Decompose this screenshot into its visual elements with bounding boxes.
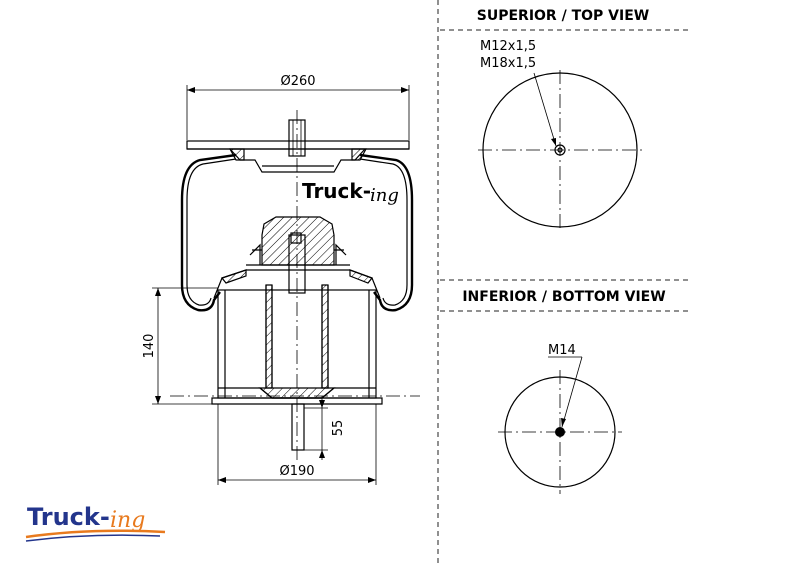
bumper <box>261 216 335 266</box>
bottom-view: INFERIOR / BOTTOM VIEW M14 <box>462 289 666 494</box>
view-separators <box>437 0 690 565</box>
rubber-bellow <box>180 153 414 312</box>
stud-length-label: 55 <box>331 420 346 437</box>
brand-watermark: Truck- ing <box>302 179 399 206</box>
height-label: 140 <box>142 334 157 359</box>
brand-logo-swoosh <box>25 529 166 539</box>
bottom-diameter-label: Ø190 <box>279 464 314 479</box>
brand-logo-part2: ing <box>110 508 145 533</box>
bottom-stud <box>291 403 305 451</box>
brand-logo-part1: Truck- <box>27 503 110 531</box>
bottom-view-heading: INFERIOR / BOTTOM VIEW <box>462 289 665 305</box>
dimension-stud-length: 55 <box>304 396 346 460</box>
dimension-height: 140 <box>142 287 218 405</box>
top-view-heading: SUPERIOR / TOP VIEW <box>477 8 649 24</box>
svg-text:ing: ing <box>370 185 399 206</box>
top-plate <box>186 140 410 150</box>
top-view: SUPERIOR / TOP VIEW M12x1,5 M18x1,5 <box>477 8 649 232</box>
top-diameter-label: Ø260 <box>280 74 315 89</box>
thread-label-m18: M18x1,5 <box>480 56 536 71</box>
svg-text:Truck-: Truck- <box>302 179 371 203</box>
thread-label-m12: M12x1,5 <box>480 39 536 54</box>
brand-logo: Truck- ing <box>25 503 166 542</box>
air-spring-side-view <box>170 110 420 460</box>
thread-label-m14: M14 <box>548 343 576 358</box>
dimension-top-diameter: Ø260 <box>186 74 410 140</box>
dimension-bottom-diameter: Ø190 <box>217 404 377 485</box>
